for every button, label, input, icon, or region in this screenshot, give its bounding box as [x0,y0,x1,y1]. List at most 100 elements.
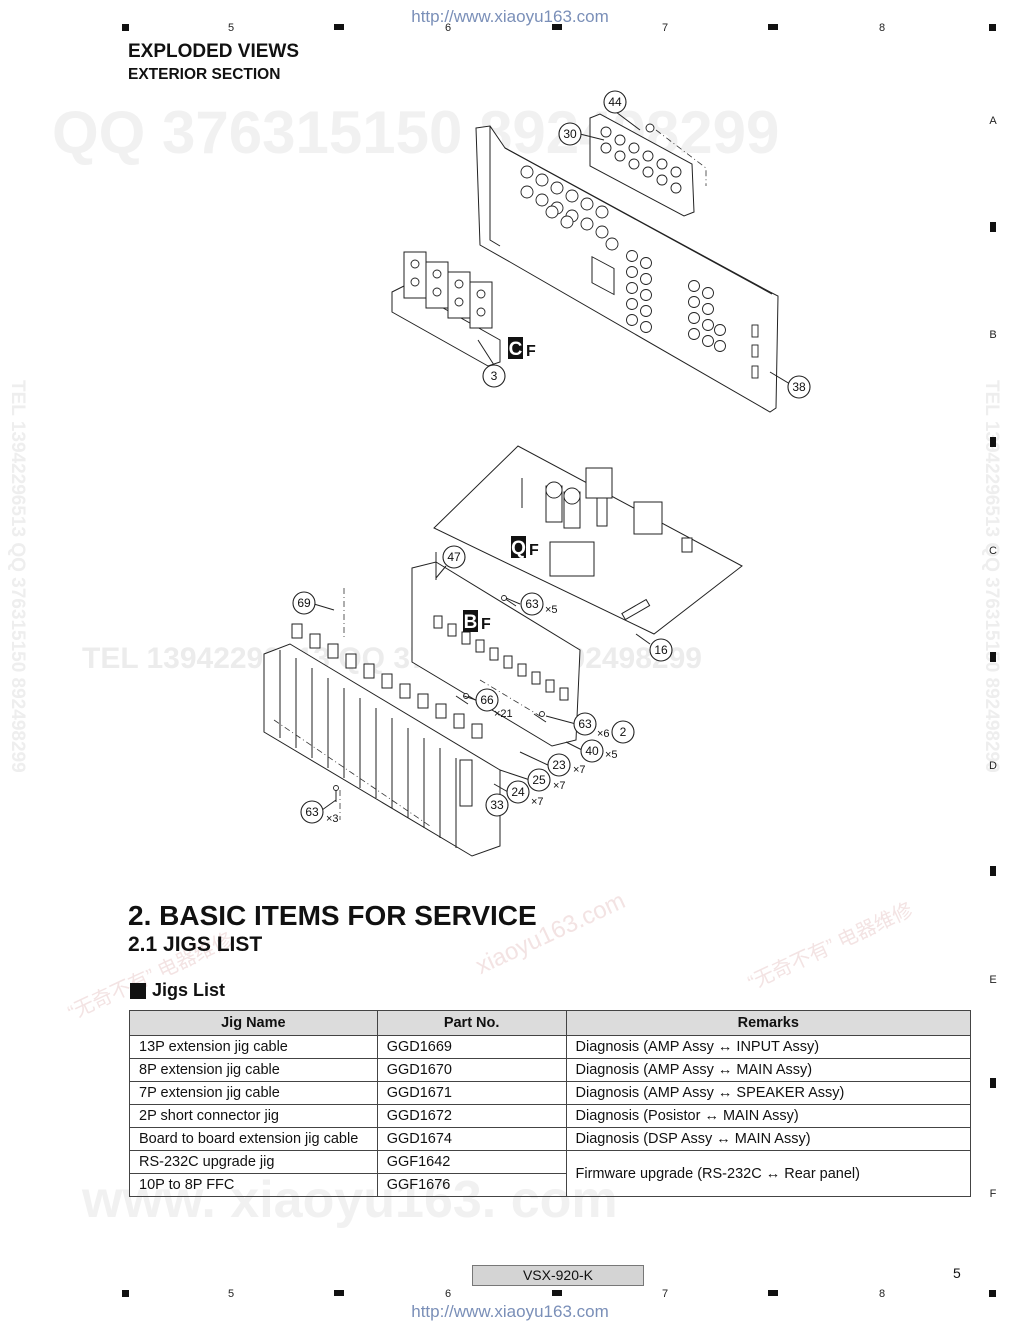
main-board [433,445,743,635]
exploded-view-diagram: 44 30 3 38 47 69 63 16 66 63 2 40 23 25 … [263,90,811,857]
board-tag-b: B F [463,610,491,633]
callout-16: 16 [649,638,673,662]
svg-text:30: 30 [563,127,577,141]
svg-text:C: C [509,339,523,360]
svg-text:Q: Q [511,538,526,559]
callout-25: 25 [527,768,551,792]
row-letter: B [989,329,997,341]
jig-name-cell: 7P extension jig cable [129,1081,378,1105]
watermark-tel-middle: TEL 13942296513 QQ 376315150 892498299 [82,642,702,675]
svg-text:40: 40 [585,744,599,758]
svg-text:2: 2 [620,725,627,739]
quantity-multipliers: ×5 ×21 ×6 ×5 ×7 ×7 ×7 ×3 [326,604,618,825]
callout-23: 23 [547,753,571,777]
svg-text:F: F [526,343,536,360]
row-mark [990,222,996,232]
header-url[interactable]: http://www.xiaoyu163.com [411,7,609,26]
row-mark [990,866,996,876]
row-mark [990,1078,996,1088]
model-badge: VSX-920-K [472,1265,644,1286]
callouts: 44 30 3 38 47 69 63 16 66 63 2 40 23 25 … [292,90,811,824]
svg-text:63: 63 [305,805,319,819]
callout-3: 3 [482,364,506,388]
callout-63: 63 [520,592,544,616]
corner-mark [122,1290,129,1297]
part-no-cell: GGF1642 [376,1150,567,1174]
multiplier: ×7 [553,780,566,792]
remarks-cell: Diagnosis (DSP Assy ↔ MAIN Assy) [565,1127,972,1151]
multiplier: ×6 [597,728,610,740]
square-bullet-icon [130,982,146,999]
svg-text:3: 3 [491,369,498,383]
board-tag-c: C F [508,337,536,360]
column-mark [768,1290,778,1296]
column-number: 8 [878,1288,886,1300]
table-row: RS-232C upgrade jig GGF1642 Firmware upg… [129,1150,972,1197]
part-no-cell: GGF1676 [376,1173,567,1197]
multiplier: ×5 [605,749,618,761]
watermark-chinese-c: “无奇不有” 电器维修 [744,898,917,995]
column-number: 5 [227,22,235,34]
svg-text:24: 24 [511,785,525,799]
corner-mark [989,1290,996,1297]
panel-holes [520,165,759,379]
svg-text:66: 66 [480,693,494,707]
svg-text:B: B [464,612,478,633]
column-header-jig-name: Jig Name [129,1010,378,1036]
part-no-cell: GGD1674 [376,1127,567,1151]
part-no-cell: GGD1672 [376,1104,567,1128]
screws [333,595,547,802]
remarks-cell: Diagnosis (AMP Assy ↔ MAIN Assy) [565,1058,972,1082]
multiplier: ×21 [494,708,513,720]
svg-text:63: 63 [578,717,592,731]
column-number: 7 [661,22,669,34]
jig-name-cell: 13P extension jig cable [129,1035,378,1059]
table-row: Board to board extension jig cable GGD16… [129,1127,972,1151]
remarks-cell: Diagnosis (Posistor ↔ MAIN Assy) [565,1104,972,1128]
table-row: 13P extension jig cable GGD1669 Diagnosi… [129,1035,972,1059]
board-tag-q: Q F [511,536,539,559]
column-number: 6 [444,1288,452,1300]
callout-33: 33 [485,793,509,817]
table-row: 10P to 8P FFC GGF1676 [129,1173,971,1197]
part-no-cell: GGD1669 [376,1035,567,1059]
column-mark [768,24,778,30]
svg-text:38: 38 [792,380,806,394]
column-number: 8 [878,22,886,34]
column-mark [552,24,562,30]
multiplier: ×7 [531,796,544,808]
remarks-cell: Firmware upgrade (RS-232C ↔ Rear panel) [565,1150,972,1197]
rear-panel [475,125,779,413]
column-number: 7 [661,1288,669,1300]
svg-text:23: 23 [552,758,566,772]
speaker-terminal-board [391,251,501,367]
footer-url[interactable]: http://www.xiaoyu163.com [411,1302,609,1321]
remarks-cell: Diagnosis (AMP Assy ↔ INPUT Assy) [565,1035,972,1059]
multiplier: ×5 [545,604,558,616]
jigs-list-title-text: Jigs List [152,980,226,1000]
part-no-cell: GGD1671 [376,1081,567,1105]
callout-40: 40 [580,739,604,763]
multiplier: ×3 [326,813,339,825]
table-row: 8P extension jig cable GGD1670 Diagnosis… [129,1058,972,1082]
table-header-row: Jig Name Part No. Remarks [129,1010,972,1036]
svg-text:F: F [481,616,491,633]
heatsink-assembly [263,588,541,857]
jig-name-cell: 10P to 8P FFC [129,1173,378,1197]
column-number: 5 [227,1288,235,1300]
column-header-part-no: Part No. [376,1010,567,1036]
svg-text:47: 47 [447,550,461,564]
page-title: EXPLODED VIEWS [128,41,300,62]
column-number: 6 [444,22,452,34]
row-letter: F [989,1188,997,1200]
row-letter: E [989,974,997,986]
jigs-list-title: Jigs List [130,980,225,1001]
row-letter: C [989,545,997,557]
jigs-table: Jig Name Part No. Remarks 13P extension … [129,1010,972,1197]
svg-text:44: 44 [608,95,622,109]
callout-47: 47 [442,545,466,569]
svg-text:16: 16 [654,643,668,657]
svg-text:69: 69 [297,596,311,610]
svg-text:33: 33 [490,798,504,812]
callout-38: 38 [787,375,811,399]
